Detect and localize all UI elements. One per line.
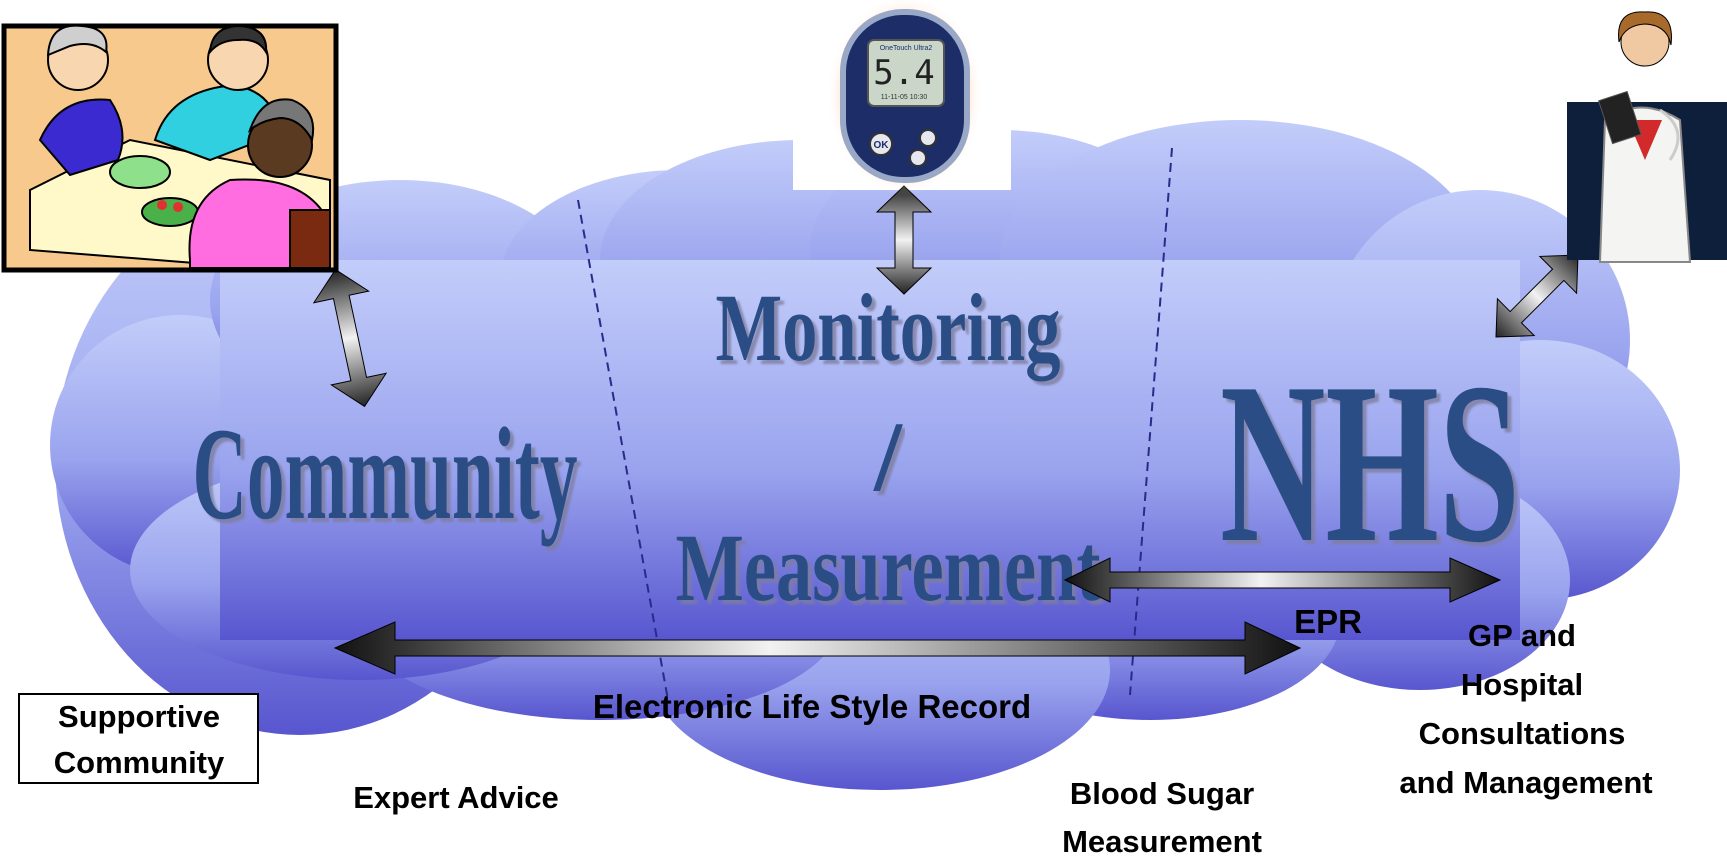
meter-ok-label: OK [874, 140, 890, 151]
dinner-clipart [1, 23, 339, 273]
meter-brand-text: OneTouch Ultra2 [880, 45, 933, 52]
divider-right [1129, 147, 1173, 696]
blood-sugar-caption-line2: Measurement [1062, 824, 1262, 859]
blood-sugar-caption-line1: Blood Sugar [1070, 776, 1254, 811]
region-nhs: NHS [1220, 335, 1520, 590]
meter-ok-button [869, 132, 893, 156]
meter-up-button [919, 129, 937, 147]
doctor-arrow [1495, 254, 1579, 338]
community-arrow [312, 268, 388, 408]
epr-arrow [1063, 557, 1502, 603]
expert-advice-caption: Expert Advice [353, 780, 559, 815]
region-monitoring-line1: Monitoring [716, 274, 1061, 381]
meter-arrow [875, 185, 933, 295]
region-monitoring-line3: Measurement [676, 514, 1101, 621]
divider-left [577, 199, 669, 701]
doctor-image [1567, 11, 1727, 263]
region-dividers [577, 147, 1173, 701]
supportive-community-line2: Community [54, 745, 225, 780]
epr-label: EPR [1294, 603, 1362, 640]
supportive-community-box: Supportive Community [18, 693, 259, 784]
meter-datetime: 11-11-05 10:30 [881, 94, 928, 101]
supportive-community-line1: Supportive [58, 699, 220, 734]
gp-caption-line2: Hospital [1461, 667, 1583, 702]
region-monitoring-line2: / [873, 401, 903, 512]
lifestyle-record-label: Electronic Life Style Record [593, 688, 1031, 725]
lifestyle-record-arrow [333, 621, 1302, 675]
region-community: Community [193, 400, 578, 547]
gp-caption-line3: Consultations [1419, 716, 1626, 751]
gp-caption-line4: and Management [1399, 765, 1652, 800]
meter-reading: 5.4 [873, 53, 934, 93]
glucose-meter-image: OneTouch Ultra2 5.4 11-11-05 10:30 OK [827, 0, 983, 195]
meter-down-button [909, 149, 927, 167]
gp-caption-line1: GP and [1468, 618, 1576, 653]
